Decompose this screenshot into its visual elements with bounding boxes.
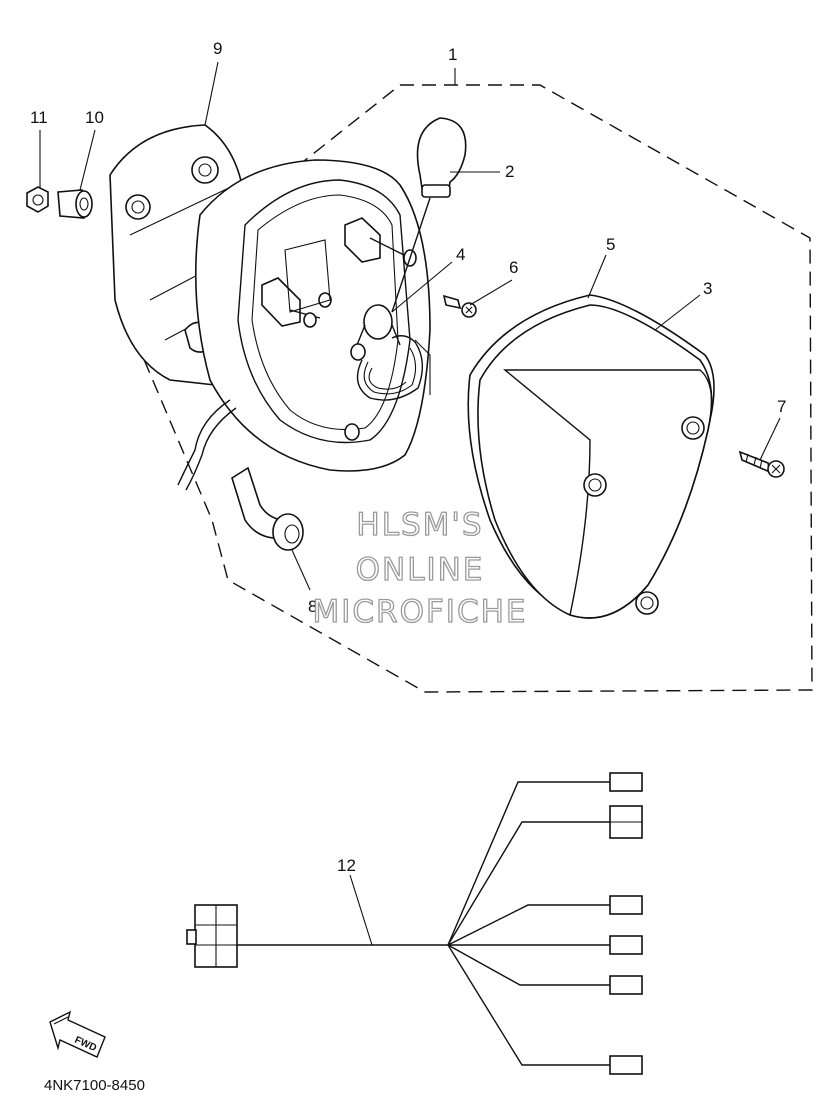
lens-part (477, 304, 713, 619)
socket-cord-part (350, 304, 431, 401)
collar-part (57, 189, 93, 219)
callout-5: 5 (606, 235, 615, 254)
callout-2: 2 (505, 162, 514, 181)
grommet-part (231, 466, 304, 551)
watermark-line-1: HLSM'S (356, 507, 483, 543)
nut-part (26, 186, 49, 213)
bulb-part (391, 117, 467, 313)
callout-9: 9 (213, 39, 222, 58)
callout-4: 4 (456, 245, 465, 264)
leader-lines (39, 61, 781, 946)
callout-12: 12 (337, 856, 356, 875)
callout-8: 8 (308, 597, 317, 616)
tail-light-base-part (177, 159, 431, 491)
callout-10: 10 (85, 108, 104, 127)
callout-7: 7 (777, 397, 786, 416)
screw-small-part (442, 294, 477, 318)
callout-11: 11 (30, 108, 48, 127)
fwd-arrow-icon: FWD (49, 1010, 106, 1058)
callout-1: 1 (448, 45, 457, 64)
callout-3: 3 (703, 279, 712, 298)
screw-large-part (738, 450, 785, 478)
watermark-line-3: MICROFICHE (313, 594, 528, 630)
wire-harness-part (186, 772, 643, 1075)
part-code: 4NK7100-8450 (44, 1077, 145, 1094)
watermark-line-2: ONLINE (356, 552, 485, 588)
callout-6: 6 (509, 258, 518, 277)
